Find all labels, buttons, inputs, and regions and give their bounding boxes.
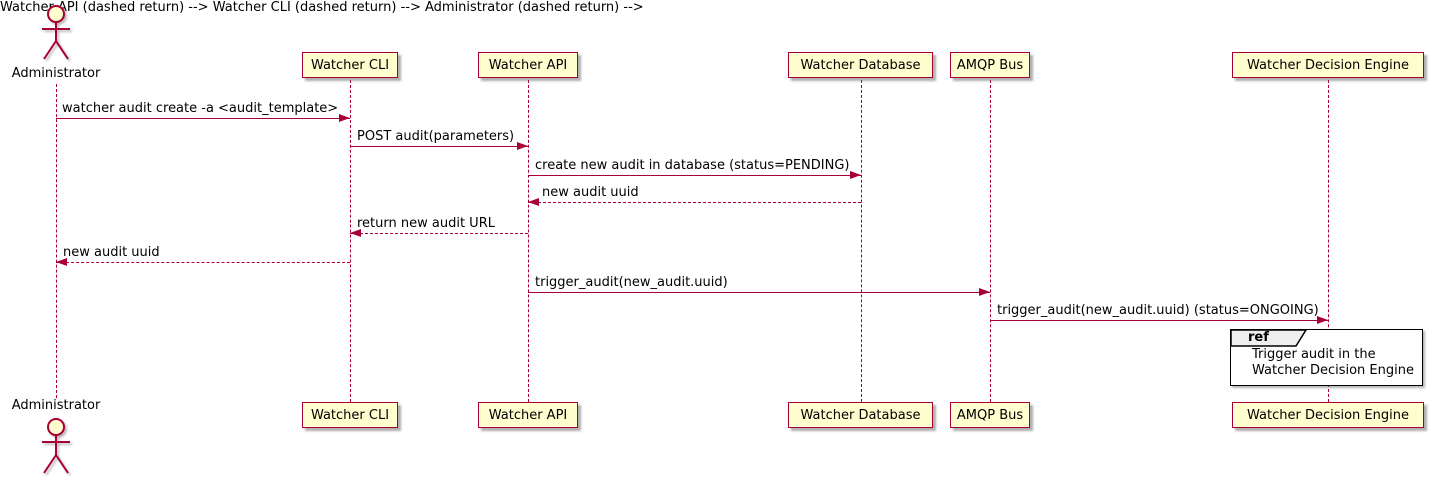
lifeline-watcher-decision-engine: [1328, 80, 1329, 402]
message-7-line: [528, 292, 990, 293]
ref-tab-shape: [1230, 329, 1308, 347]
lifeline-watcher-api: [528, 80, 529, 402]
ref-fragment: ref Trigger audit in the Watcher Decisio…: [1230, 329, 1423, 386]
participant-watcher-api-top: Watcher API: [478, 52, 578, 78]
message-6-line: [56, 262, 350, 263]
message-5-label: return new audit URL: [357, 216, 495, 231]
lifeline-amqp-bus: [990, 80, 991, 402]
actor-administrator-bottom-label: Administrator: [11, 398, 101, 413]
lifeline-watcher-database: [861, 80, 862, 402]
message-1-label: watcher audit create -a <audit_template>: [62, 101, 339, 116]
message-2-line: [350, 146, 528, 147]
message-3-arrowhead: [850, 171, 861, 179]
ref-text-line-2: Watcher Decision Engine: [1252, 363, 1414, 378]
lifeline-administrator: [56, 84, 57, 398]
message-8-arrowhead: [1317, 316, 1328, 324]
message-6-arrowhead: [56, 258, 67, 266]
participant-amqp-bus-top: AMQP Bus: [950, 52, 1030, 78]
message-3-label: create new audit in database (status=PEN…: [535, 158, 850, 173]
participant-watcher-database-bottom: Watcher Database: [788, 402, 933, 428]
message-4-label: new audit uuid: [542, 185, 639, 200]
participant-watcher-database-top: Watcher Database: [788, 52, 933, 78]
participant-watcher-decision-engine-top: Watcher Decision Engine: [1232, 52, 1424, 78]
message-2-arrowhead: [517, 142, 528, 150]
message-1-line: [56, 118, 350, 119]
message-8-line: [990, 320, 1328, 321]
participant-watcher-decision-engine-bottom: Watcher Decision Engine: [1232, 402, 1424, 428]
actor-administrator-top-label: Administrator: [11, 66, 101, 81]
participant-amqp-bus-bottom: AMQP Bus: [950, 402, 1030, 428]
lifeline-watcher-cli: [350, 80, 351, 402]
message-3-line: [528, 175, 861, 176]
message-8-label: trigger_audit(new_audit.uuid) (status=ON…: [997, 303, 1319, 318]
message-5-line: [350, 233, 528, 234]
message-1-arrowhead: [339, 114, 350, 122]
actor-icon: [42, 418, 70, 474]
message-7-label: trigger_audit(new_audit.uuid): [535, 275, 728, 290]
message-7-arrowhead: [979, 288, 990, 296]
participant-watcher-api-bottom: Watcher API: [478, 402, 578, 428]
message-2-label: POST audit(parameters): [357, 129, 515, 144]
message-6-label: new audit uuid: [63, 245, 160, 260]
message-4-arrowhead: [528, 198, 539, 206]
ref-text-line-1: Trigger audit in the: [1252, 347, 1376, 362]
ref-keyword: ref: [1248, 330, 1269, 345]
participant-watcher-cli-top: Watcher CLI: [302, 52, 398, 78]
message-4-line: [528, 202, 861, 203]
message-5-arrowhead: [350, 229, 361, 237]
actor-icon: [42, 5, 70, 60]
participant-watcher-cli-bottom: Watcher CLI: [302, 402, 398, 428]
